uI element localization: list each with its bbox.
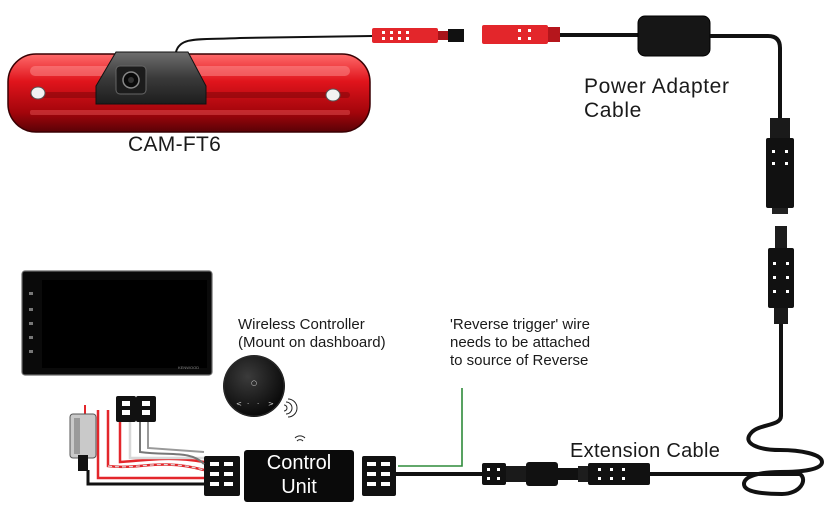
control-unit-output-connector <box>482 462 578 486</box>
control-unit-right-connector <box>362 456 396 496</box>
reverse-trigger-wire <box>398 388 463 467</box>
extension-cable <box>650 324 825 497</box>
extension-vertical-connector <box>768 226 794 324</box>
power-adapter-cable-right <box>710 34 782 118</box>
camera-housing <box>95 51 207 105</box>
wireless-controller: ○ < > · · <box>223 355 285 417</box>
control-unit-label: Control Unit <box>266 452 332 498</box>
camera-lead-wire <box>175 35 373 53</box>
power-adapter-red-connector <box>482 25 560 44</box>
control-unit-left-connector <box>204 456 240 496</box>
reverse-trigger-label: 'Reverse trigger' wire needs to be attac… <box>450 316 591 369</box>
svg-text:·: · <box>247 400 249 408</box>
monitor: KENWOOD <box>21 270 213 376</box>
power-adapter-vertical-connector <box>766 118 794 214</box>
camera-red-connector <box>372 28 464 43</box>
monitor-brand: KENWOOD <box>178 365 199 370</box>
power-connector-pair <box>116 396 156 422</box>
extension-horizontal-connector <box>578 463 650 485</box>
control-unit-wireless-icon <box>294 435 306 442</box>
power-adapter-box <box>637 15 711 57</box>
control-unit-box <box>244 450 354 502</box>
wireless-controller-label: Wireless Controller (Mount on dashboard) <box>238 316 386 351</box>
power-adapter-label: Power Adapter Cable <box>584 75 730 122</box>
svg-text:○: ○ <box>251 379 257 387</box>
wireless-signal-icon <box>283 398 298 418</box>
monitor-wire-bundle <box>86 410 205 486</box>
svg-text:·: · <box>257 400 259 408</box>
svg-text:<: < <box>236 400 242 408</box>
extension-cable-label: Extension Cable <box>570 440 721 462</box>
svg-text:>: > <box>268 400 274 408</box>
camera-label: CAM-FT6 <box>128 133 222 156</box>
rca-plug <box>69 405 97 471</box>
